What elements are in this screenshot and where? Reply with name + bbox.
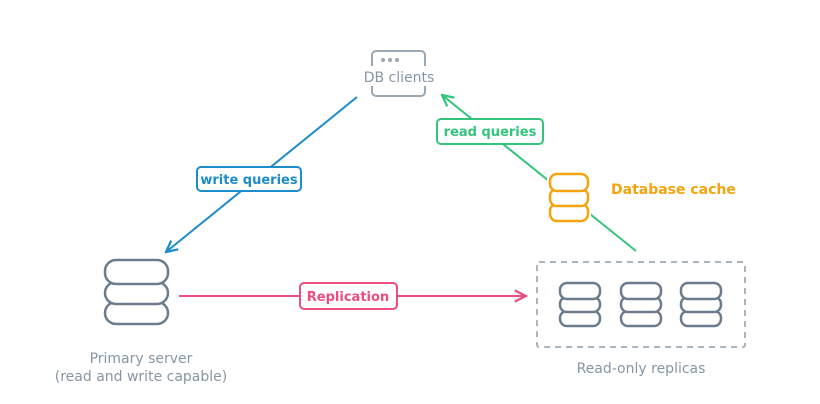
window-dot-icon <box>395 58 399 62</box>
window-dot-icon <box>381 58 385 62</box>
write-queries-label: write queries <box>200 173 297 188</box>
replication-edge: Replication <box>179 282 526 310</box>
replica-database-icon <box>677 280 723 330</box>
write-queries-edge: write queries <box>166 96 358 252</box>
primary-server-node: Primary server (read and write capable) <box>55 256 227 385</box>
database-cache-node: Database cache <box>547 170 736 226</box>
read-only-replicas-node: Read-only replicas <box>536 261 746 377</box>
read-only-replicas-label: Read-only replicas <box>577 361 706 377</box>
db-clients-node: DB clients <box>356 50 442 97</box>
write-queries-badge <box>196 166 302 192</box>
read-queries-label: read queries <box>444 125 537 140</box>
window-dot-icon <box>388 58 392 62</box>
replica-database-icon <box>617 280 663 330</box>
read-queries-edge: read queries <box>436 95 637 252</box>
cache-database-icon <box>547 170 591 226</box>
database-cache-label: Database cache <box>611 182 736 198</box>
replicas-group-border <box>536 261 746 348</box>
replica-database-icon <box>556 280 602 330</box>
replication-label: Replication <box>307 290 389 305</box>
primary-server-subtitle: (read and write capable) <box>55 369 227 385</box>
read-queries-badge <box>436 118 544 145</box>
primary-server-title: Primary server <box>90 351 193 367</box>
replication-badge <box>299 282 398 310</box>
db-clients-label: DB clients <box>364 70 435 86</box>
primary-database-icon <box>102 256 172 328</box>
